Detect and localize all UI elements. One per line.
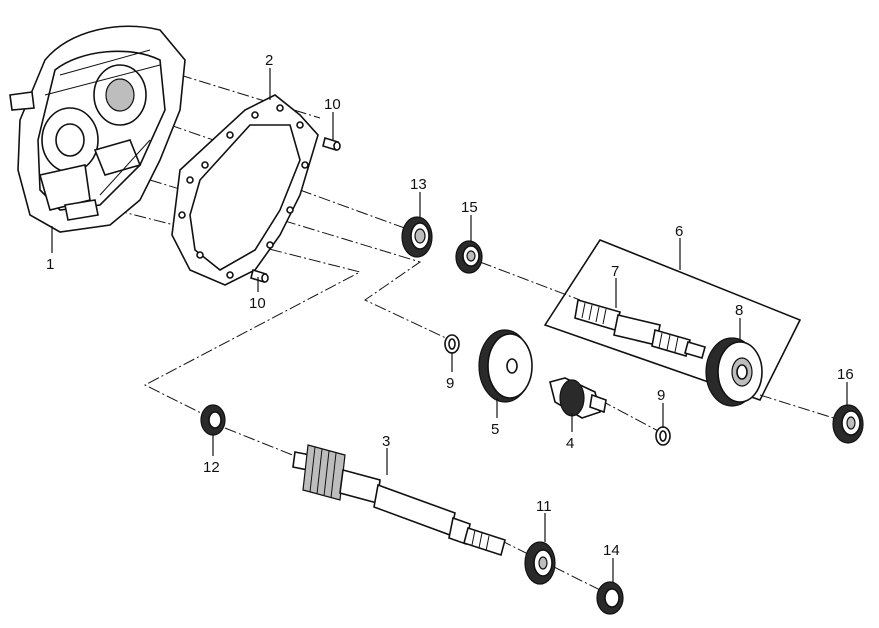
leader-lines xyxy=(51,68,848,582)
gear-4 xyxy=(549,377,607,419)
callout-9-left: 9 xyxy=(446,375,454,392)
gear-5 xyxy=(478,329,533,403)
gear-8 xyxy=(705,337,763,407)
washer-9-left xyxy=(444,334,460,354)
callout-6: 6 xyxy=(675,223,683,240)
callout-5: 5 xyxy=(491,421,499,438)
dowel-pin-lower xyxy=(250,268,269,284)
callout-4: 4 xyxy=(566,435,574,452)
dowel-pin-upper xyxy=(322,136,341,152)
callout-labels: 1 2 3 4 5 6 7 8 9 9 10 10 11 12 13 14 15… xyxy=(46,52,854,559)
bearing-15 xyxy=(455,240,483,274)
case-gasket xyxy=(171,94,319,286)
callout-3: 3 xyxy=(382,433,390,450)
transmission-case xyxy=(9,25,186,233)
callout-16: 16 xyxy=(837,366,854,383)
countershaft-assembly-box xyxy=(543,239,802,401)
callout-13: 13 xyxy=(410,176,427,193)
washer-14 xyxy=(596,581,624,615)
bearing-13 xyxy=(401,216,433,258)
callout-14: 14 xyxy=(603,542,620,559)
countershaft xyxy=(574,298,706,359)
oil-seal-12 xyxy=(200,404,226,436)
callout-11: 11 xyxy=(536,498,552,515)
callout-10-upper: 10 xyxy=(324,96,341,113)
washer-9-right xyxy=(655,426,671,446)
callout-7: 7 xyxy=(611,263,619,280)
callout-12: 12 xyxy=(203,459,220,476)
bearing-11 xyxy=(524,541,556,585)
callout-9-right: 9 xyxy=(657,387,665,404)
drive-shaft xyxy=(292,444,506,557)
callout-8: 8 xyxy=(735,302,743,319)
callout-10-lower: 10 xyxy=(249,295,266,312)
bearing-16 xyxy=(832,404,864,444)
callout-1: 1 xyxy=(46,256,54,273)
callout-15: 15 xyxy=(461,199,478,216)
callout-2: 2 xyxy=(265,52,273,69)
